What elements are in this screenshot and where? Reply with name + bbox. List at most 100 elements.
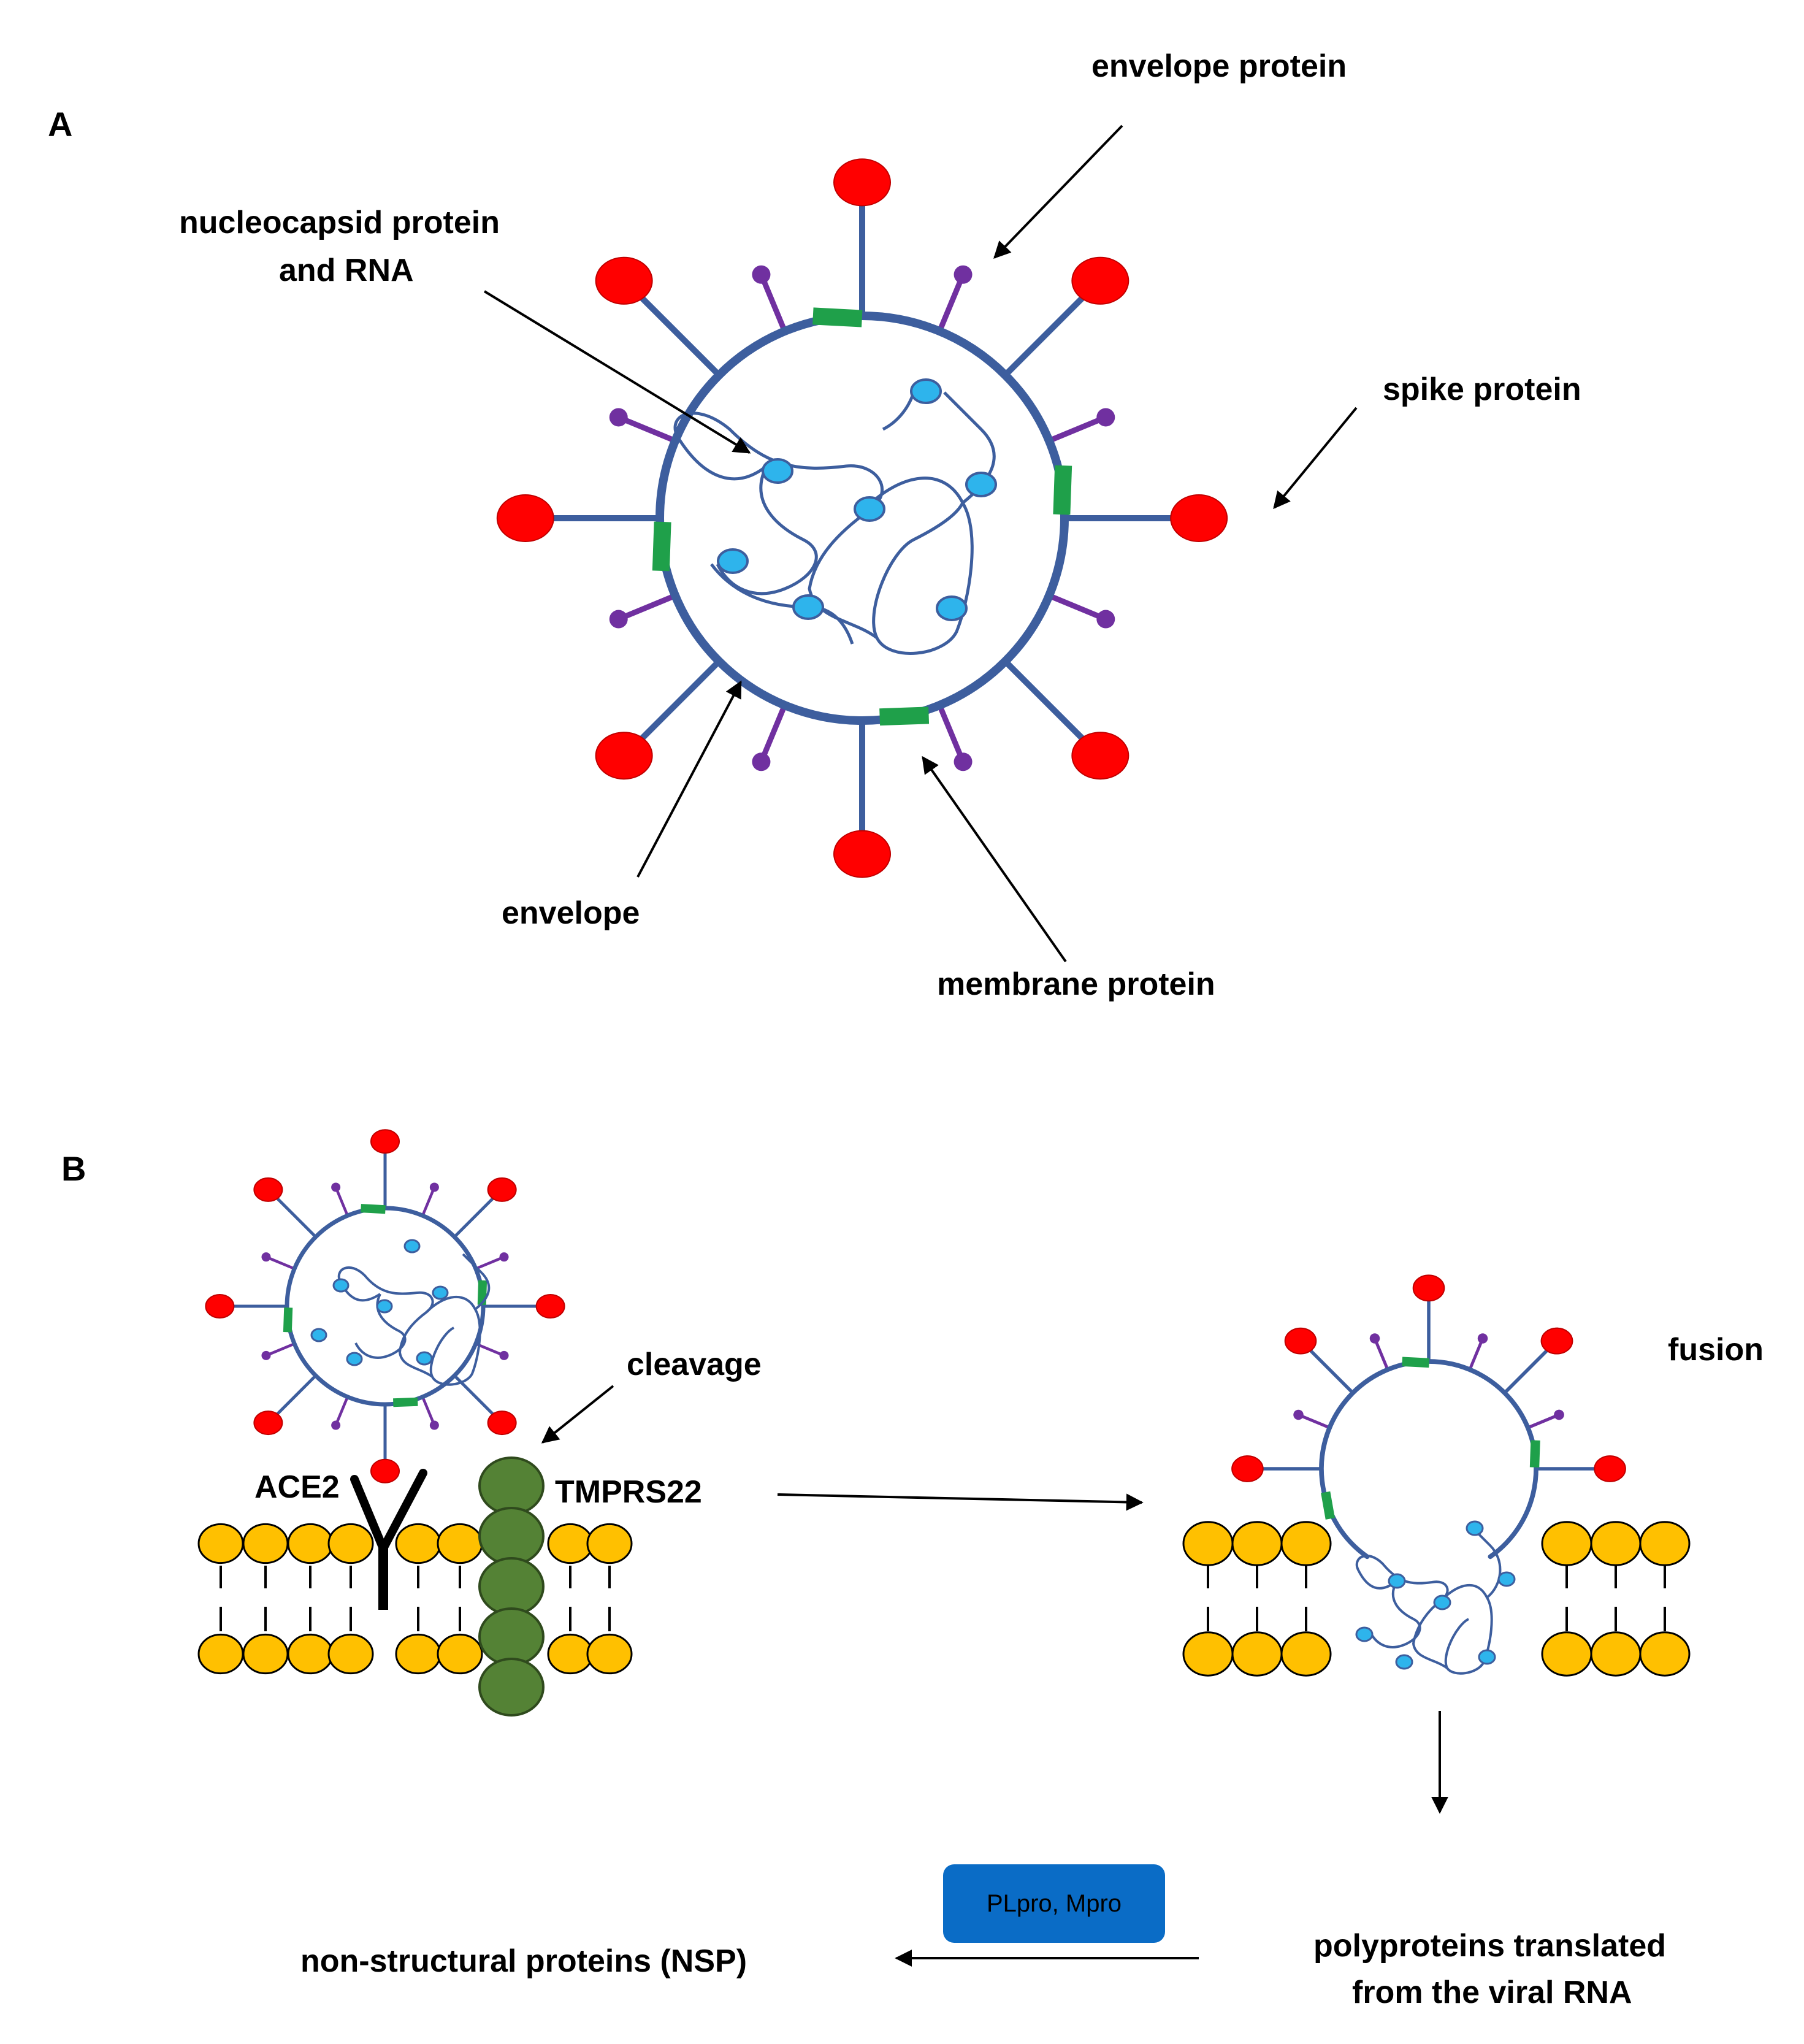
spike-protein <box>1071 732 1129 780</box>
spike-protein <box>205 1294 235 1319</box>
envelope-protein-stalk <box>421 1396 436 1426</box>
arrow-cleavage <box>541 1385 614 1444</box>
arrow-membrane-protein <box>922 756 1067 963</box>
envelope-protein <box>609 610 628 629</box>
label-nsp: non-structural proteins (NSP) <box>300 1943 747 1979</box>
spike-protein <box>487 1411 517 1436</box>
label-nucleocapsid-line1: nucleocapsid protein <box>179 205 500 240</box>
membrane-protein <box>812 307 863 327</box>
nucleocapsid-protein <box>1433 1594 1451 1610</box>
envelope-protein-stalk <box>334 1396 349 1426</box>
membrane-protein <box>1321 1491 1335 1520</box>
envelope-protein <box>1096 408 1115 427</box>
spike-protein <box>595 732 653 780</box>
envelope-protein-stalk <box>421 1187 436 1217</box>
spike-stalk <box>1003 659 1099 755</box>
label-envelope-protein: envelope protein <box>1091 48 1347 84</box>
nucleocapsid-protein <box>910 378 942 404</box>
nucleocapsid-protein <box>1478 1649 1496 1665</box>
envelope-protein <box>429 1182 439 1192</box>
envelope-protein-stalk <box>334 1187 349 1217</box>
spike-protein <box>535 1294 565 1319</box>
envelope-protein <box>499 1252 509 1262</box>
spike-protein <box>1231 1455 1264 1482</box>
envelope-protein-stalk <box>1527 1413 1560 1430</box>
lipid-head <box>1590 1521 1642 1566</box>
envelope-protein <box>1477 1333 1488 1344</box>
envelope-protein-stalk <box>1468 1338 1485 1371</box>
envelope-protein <box>331 1420 341 1430</box>
spike-protein <box>1284 1327 1317 1355</box>
nucleocapsid-protein <box>965 472 997 497</box>
nucleocapsid-proteins <box>717 378 997 621</box>
lipid-head <box>287 1633 334 1675</box>
spike-protein <box>595 256 653 305</box>
lipid-head <box>242 1633 289 1675</box>
label-fusion: fusion <box>1668 1332 1764 1368</box>
spike-protein <box>1170 494 1228 542</box>
tmprss2-protein <box>478 1456 545 1717</box>
membrane-protein <box>652 521 671 572</box>
lipid-head <box>197 1633 244 1675</box>
virus-fusing <box>1231 1274 1626 1560</box>
spike-protein <box>370 1129 400 1154</box>
lipid-head <box>1541 1521 1592 1566</box>
envelope-protein-stalk <box>759 704 787 763</box>
label-ace2: ACE2 <box>254 1469 340 1505</box>
lipid-head <box>327 1633 374 1675</box>
label-nucleocapsid-line2: and RNA <box>279 253 414 288</box>
nucleocapsid-protein <box>936 595 968 621</box>
panel-b-letter: B <box>61 1149 86 1188</box>
lipid-head <box>1231 1631 1283 1677</box>
envelope-protein <box>752 265 771 284</box>
nucleocapsid-protein <box>376 1299 393 1314</box>
nucleocapsid-protein <box>1388 1573 1406 1589</box>
label-membrane-protein: membrane protein <box>937 966 1215 1002</box>
lipid-head <box>1182 1631 1234 1677</box>
spike-protein <box>370 1458 400 1483</box>
nucleocapsid-protein <box>762 458 793 484</box>
lipid-head <box>547 1523 594 1564</box>
spike-protein <box>1594 1455 1626 1482</box>
nucleocapsid-protein <box>416 1351 433 1366</box>
nucleocapsid-proteins-small <box>310 1239 449 1366</box>
membrane-protein <box>1402 1357 1430 1368</box>
lipid-head <box>242 1523 289 1564</box>
lipid-head <box>586 1523 633 1564</box>
lipid-head <box>437 1523 483 1564</box>
arrow-spike-protein <box>1273 407 1358 510</box>
label-spike-protein: spike protein <box>1383 372 1581 407</box>
spike-protein <box>1412 1274 1445 1302</box>
envelope-protein-stalk <box>266 1255 296 1270</box>
envelope-protein <box>954 752 973 771</box>
membrane-protein <box>1053 465 1072 515</box>
nucleocapsid-protein <box>1395 1654 1413 1670</box>
panel-a-letter: A <box>48 105 72 144</box>
label-poly-line1: polyproteins translated <box>1313 1928 1666 1964</box>
envelope-protein <box>1554 1409 1564 1420</box>
lipid-head <box>395 1633 441 1675</box>
viral-envelope <box>1319 1359 1538 1560</box>
envelope-protein-stalk <box>937 274 966 332</box>
spike-protein <box>833 830 891 878</box>
label-enzymes: PLpro, Mpro <box>987 1890 1122 1917</box>
lipid-head <box>1639 1521 1691 1566</box>
membrane-protein <box>879 706 930 726</box>
ace2-receptor <box>350 1469 427 1610</box>
spike-protein <box>1071 256 1129 305</box>
envelope-protein-stalk <box>1048 415 1107 443</box>
envelope-protein-stalk <box>475 1342 505 1357</box>
lipid-head <box>437 1633 483 1675</box>
label-cleavage: cleavage <box>627 1347 762 1382</box>
nucleocapsid-protein <box>792 594 824 620</box>
spike-stalk <box>625 659 722 755</box>
envelope-protein <box>261 1350 271 1360</box>
nucleocapsid-protein <box>332 1278 350 1293</box>
envelope-protein-stalk <box>475 1255 505 1270</box>
lipid-head <box>1639 1631 1691 1677</box>
nucleocapsid-protein <box>346 1352 363 1366</box>
envelope-protein <box>1096 610 1115 629</box>
nucleocapsid-protein <box>1497 1571 1516 1587</box>
label-poly-line2: from the viral RNA <box>1352 1975 1632 2010</box>
